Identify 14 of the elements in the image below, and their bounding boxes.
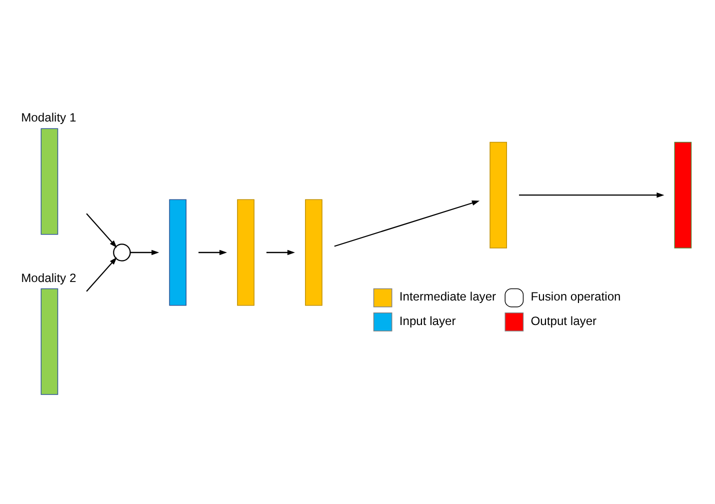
legend-label: Fusion operation — [530, 289, 621, 304]
legend-label: Input layer — [399, 313, 456, 328]
node-circle — [113, 243, 131, 261]
arrow — [519, 192, 664, 198]
node-label: Modality 2 — [21, 270, 76, 284]
legend-label: Output layer — [530, 313, 597, 328]
arrow — [334, 200, 480, 246]
arrow — [198, 249, 228, 255]
arrow — [86, 212, 117, 248]
arrow — [266, 249, 295, 255]
node-label: Modality 1 — [21, 110, 76, 124]
arrow — [86, 256, 117, 292]
legend-label: Intermediate layer — [399, 289, 496, 304]
arrow — [130, 249, 160, 255]
